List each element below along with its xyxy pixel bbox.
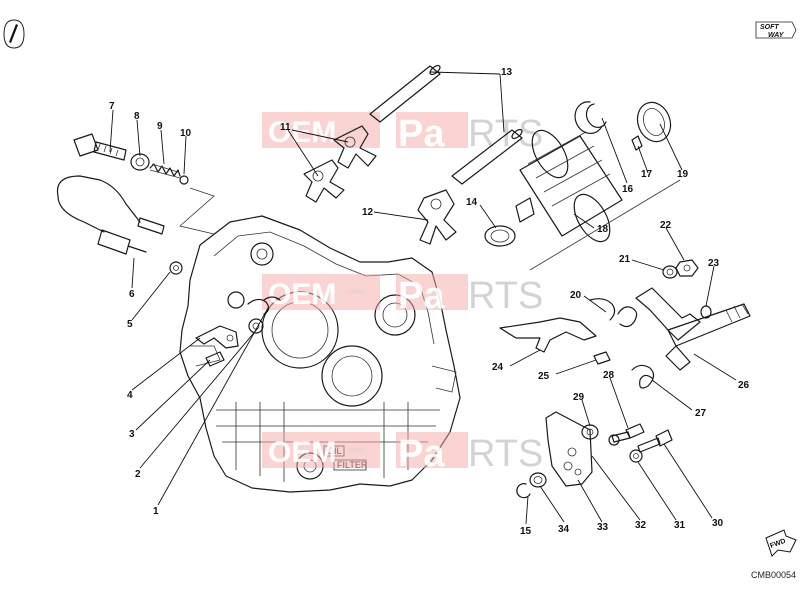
watermark-mid-right: RTS xyxy=(468,275,543,317)
watermark-top: OEM com Pa RTS xyxy=(262,112,543,155)
callout-28: 28 xyxy=(603,370,615,381)
logo-line1: SOFT xyxy=(760,24,779,31)
softway-logo: SOFT WAY xyxy=(755,21,797,39)
leader-lines xyxy=(109,71,737,525)
callout-10: 10 xyxy=(180,128,192,139)
crankcase-half: OIL FILTER xyxy=(179,215,461,493)
callout-22: 22 xyxy=(660,220,672,231)
sensor-leader-bracket xyxy=(179,187,215,235)
callout-21: 21 xyxy=(619,254,631,265)
stopper-lever xyxy=(195,325,239,349)
neutral-sensor-plug xyxy=(73,133,127,161)
callout-17: 17 xyxy=(641,169,653,180)
callout-3: 3 xyxy=(129,429,135,440)
callout-24: 24 xyxy=(492,362,504,373)
callout-26: 26 xyxy=(738,380,750,391)
drum-circlip-right xyxy=(636,101,672,143)
washer-34 xyxy=(529,472,547,488)
spacer-32 xyxy=(608,434,620,446)
forward-direction-arrow: FWD xyxy=(765,529,797,557)
callout-15: 15 xyxy=(520,526,532,537)
selector-plate xyxy=(545,411,593,487)
callout-31: 31 xyxy=(674,520,686,531)
watermark-middle: OEM com Pa RTS xyxy=(262,274,543,317)
drum-circlip-left xyxy=(574,101,607,135)
drum-washer xyxy=(484,225,516,247)
filter-label: FILTER xyxy=(337,460,368,470)
drum-pin xyxy=(631,135,643,151)
shift-fork-center xyxy=(417,189,457,245)
centering-spring xyxy=(589,298,638,328)
gearshift-shaft xyxy=(635,287,751,371)
callout-1: 1 xyxy=(153,506,159,517)
callout-14: 14 xyxy=(466,197,478,208)
watermark-mid-left: OEM xyxy=(268,278,336,311)
callout-33: 33 xyxy=(597,522,609,533)
callout-numbers: 1 2 3 4 5 6 7 8 9 10 11 12 13 14 15 16 1… xyxy=(109,67,750,537)
callout-34: 34 xyxy=(558,524,570,535)
callout-19: 19 xyxy=(677,169,689,180)
callout-2: 2 xyxy=(135,469,141,480)
dowel-25 xyxy=(593,351,611,365)
stopper-spring xyxy=(247,296,281,315)
callout-18: 18 xyxy=(597,224,609,235)
watermark-bot-left: OEM xyxy=(268,436,336,469)
shift-fork-left xyxy=(303,159,345,203)
callout-27: 27 xyxy=(695,408,707,419)
callout-30: 30 xyxy=(712,518,724,529)
drum-axis-line xyxy=(529,179,681,271)
shaft-washer-21 xyxy=(662,265,678,279)
watermark-bottom: OEM com Pa RTS xyxy=(262,432,543,475)
callout-29: 29 xyxy=(573,392,585,403)
neutral-switch-wire xyxy=(56,175,165,255)
callout-13: 13 xyxy=(501,67,513,78)
detent-ball xyxy=(179,175,189,185)
callout-8: 8 xyxy=(134,111,140,122)
callout-6: 6 xyxy=(129,289,135,300)
sensor-washer xyxy=(169,261,183,275)
logo-line2: WAY xyxy=(768,32,785,39)
callout-4: 4 xyxy=(127,390,133,401)
return-spring xyxy=(631,364,655,389)
watermark-mid-mid: Pa xyxy=(398,275,445,317)
sealing-washer xyxy=(130,153,150,171)
callout-25: 25 xyxy=(538,371,550,382)
stopper-bolt xyxy=(205,351,225,367)
shift-fork-right xyxy=(333,125,377,169)
watermark-bot-right: RTS xyxy=(468,433,543,475)
ratchet-lever xyxy=(499,317,597,353)
callout-9: 9 xyxy=(157,121,163,132)
plate-bolt-28 xyxy=(611,423,645,443)
washer-31 xyxy=(629,449,643,463)
watermark-top-mid: Pa xyxy=(398,113,445,155)
corner-tab-mark xyxy=(3,19,25,49)
fork-shaft-lower xyxy=(451,128,523,185)
watermark-bot-mid: Pa xyxy=(398,433,445,475)
nut-22 xyxy=(675,259,699,277)
detent-spring xyxy=(149,163,181,179)
selector-drum xyxy=(515,129,623,243)
callout-12: 12 xyxy=(362,207,374,218)
callout-20: 20 xyxy=(570,290,582,301)
watermark-mid-small: com xyxy=(348,287,363,296)
callout-5: 5 xyxy=(127,319,133,330)
callout-7: 7 xyxy=(109,101,115,112)
plate-bolt-30 xyxy=(637,429,673,453)
callout-16: 16 xyxy=(622,184,634,195)
circlip-15 xyxy=(516,483,531,499)
watermark-bot-small: com xyxy=(348,445,363,454)
callout-32: 32 xyxy=(635,520,647,531)
callout-11: 11 xyxy=(280,122,291,133)
watermark-top-right: RTS xyxy=(468,113,543,155)
oil-label: OIL xyxy=(327,446,342,456)
callout-23: 23 xyxy=(708,258,720,269)
drawing-code: CMB00054 xyxy=(751,570,796,580)
